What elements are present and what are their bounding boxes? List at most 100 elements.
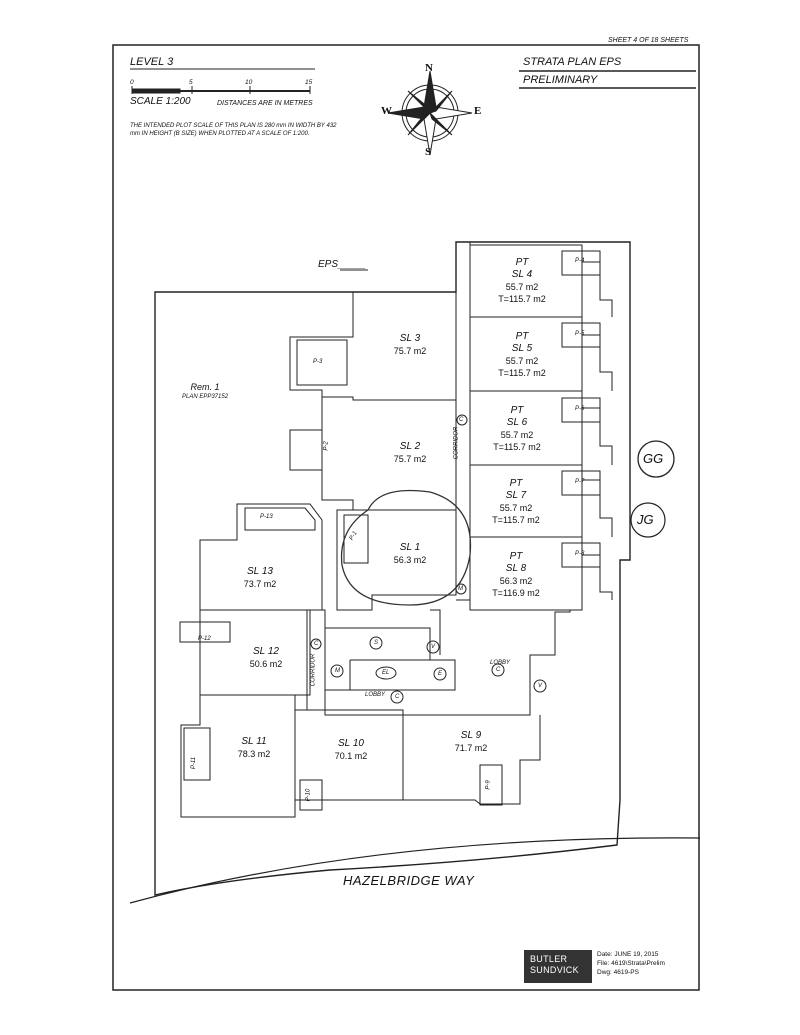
- unit-label: SL 6: [506, 417, 528, 428]
- marker-c-lobby2: C: [496, 667, 501, 673]
- marker-v1: V: [431, 644, 436, 650]
- compass-south: S: [425, 146, 432, 158]
- lobby-label-1: LOBBY: [365, 692, 386, 698]
- sheet-border: [112, 44, 700, 991]
- initials-gg: GG: [643, 451, 664, 466]
- unit-area: 73.7 m2: [243, 579, 277, 589]
- initials-jg: JG: [637, 512, 654, 527]
- unit-sl10: SL 10 70.1 m2: [321, 738, 381, 762]
- unit-sl11: SL 11 78.3 m2: [224, 736, 284, 760]
- parking-p8: P-8: [575, 551, 585, 557]
- unit-sl6: PT SL 6 55.7 m2 T=115.7 m2: [482, 405, 552, 453]
- corridor-label-upper: CORRIDOR: [453, 426, 460, 460]
- firm-logo: BUTLER SUNDVICK: [524, 950, 592, 983]
- unit-label: SL 7: [505, 490, 527, 501]
- unit-prefix: PT: [515, 257, 529, 268]
- scale-bar: [131, 86, 311, 94]
- marker-m2: M: [458, 586, 463, 592]
- unit-sl12: SL 12 50.6 m2: [236, 646, 296, 670]
- parking-p4: P-4: [575, 258, 585, 264]
- unit-total-area: T=115.7 m2: [492, 515, 540, 525]
- parcel-boundary: [154, 241, 631, 896]
- parking-p12: P-12: [198, 636, 211, 642]
- scale-tick-5: 5: [189, 79, 193, 86]
- drawing-info: Date: JUNE 19, 2015 File: 4619\Strata\Pr…: [597, 950, 665, 977]
- unit-sl4: PT SL 4 55.7 m2 T=115.7 m2: [487, 257, 557, 305]
- scale-tick-0: 0: [130, 79, 134, 86]
- parking-p10: P-10: [305, 788, 312, 802]
- unit-label: SL 4: [511, 269, 533, 280]
- unit-total-area: T=116.9 m2: [492, 588, 540, 598]
- parking-p2: P-2: [323, 441, 330, 451]
- road-name: HAZELBRIDGE WAY: [343, 873, 475, 888]
- unit-label: SL 9: [460, 730, 482, 741]
- drawing-date: Date: JUNE 19, 2015: [597, 951, 659, 958]
- unit-label: SL 11: [241, 736, 267, 747]
- unit-area: 56.3 m2: [499, 576, 533, 586]
- drawing-file: File: 4619\Strata\Prelim: [597, 960, 665, 967]
- parking-p11: P-11: [191, 756, 198, 770]
- unit-sl7: PT SL 7 55.7 m2 T=115.7 m2: [481, 478, 551, 526]
- level-title: LEVEL 3: [130, 56, 174, 68]
- unit-prefix: PT: [510, 405, 524, 416]
- unit-label: SL 13: [247, 566, 273, 577]
- unit-sl9: SL 9 71.7 m2: [441, 730, 501, 754]
- parking-p9: P-9: [485, 780, 492, 790]
- sl1-highlight-loop: [340, 489, 472, 606]
- unit-total-area: T=115.7 m2: [498, 294, 546, 304]
- parcel-plan: PLAN EPP37152: [182, 394, 229, 400]
- unit-sl8: PT SL 8 56.3 m2 T=116.9 m2: [481, 551, 551, 599]
- unit-label: SL 8: [505, 563, 527, 574]
- unit-prefix: PT: [509, 478, 523, 489]
- unit-area: 55.7 m2: [505, 356, 539, 366]
- firm-name-line1: BUTLER: [530, 954, 568, 964]
- unit-label: SL 3: [399, 333, 421, 344]
- unit-area: 78.3 m2: [237, 749, 271, 759]
- parking-p7: P-7: [575, 479, 585, 485]
- marker-el: EL: [382, 670, 390, 676]
- firm-name-line2: SUNDVICK: [530, 965, 579, 975]
- unit-label: SL 2: [399, 441, 421, 452]
- corridor-marker-c-left: C: [314, 641, 319, 647]
- unit-label: SL 10: [338, 738, 364, 749]
- unit-sl5: PT SL 5 55.7 m2 T=115.7 m2: [487, 331, 557, 379]
- remainder-parcel: Rem. 1 PLAN EPP37152: [182, 382, 228, 402]
- unit-area: 55.7 m2: [500, 430, 534, 440]
- parking-p6: P-6: [575, 406, 585, 412]
- parking-p3: P-3: [313, 359, 323, 365]
- unit-label: SL 12: [253, 646, 279, 657]
- marker-m1: M: [335, 668, 340, 674]
- compass-rose: [387, 70, 473, 156]
- compass-east: E: [474, 105, 482, 117]
- unit-prefix: PT: [509, 551, 523, 562]
- unit-area: 71.7 m2: [454, 743, 488, 753]
- eps-label: EPS_____: [318, 259, 366, 270]
- unit-area: 75.7 m2: [393, 454, 427, 464]
- sheet-number: SHEET 4 OF 18 SHEETS: [608, 37, 689, 44]
- unit-area: 55.7 m2: [505, 282, 539, 292]
- scale-label: SCALE 1:200: [130, 96, 191, 107]
- unit-area: 75.7 m2: [393, 346, 427, 356]
- compass-north: N: [425, 62, 433, 74]
- plan-status: PRELIMINARY: [523, 74, 598, 86]
- parcel-name: Rem. 1: [190, 382, 220, 392]
- unit-area: 50.6 m2: [249, 659, 283, 669]
- plot-scale-note: THE INTENDED PLOT SCALE OF THIS PLAN IS …: [130, 123, 337, 137]
- scale-tick-10: 10: [245, 79, 253, 86]
- marker-c-lobby: C: [395, 694, 400, 700]
- marker-s: S: [374, 640, 379, 646]
- scale-tick-15: 15: [305, 79, 313, 86]
- unit-area: 70.1 m2: [334, 751, 368, 761]
- unit-area: 55.7 m2: [499, 503, 533, 513]
- unit-sl13: SL 13 73.7 m2: [230, 566, 290, 590]
- plan-title: STRATA PLAN EPS: [523, 56, 622, 68]
- marker-e: E: [438, 671, 443, 677]
- unit-sl1: SL 1 56.3 m2: [380, 542, 440, 566]
- corridor-marker-c: C: [459, 417, 464, 423]
- corridor-label-left: CORRIDOR: [310, 653, 317, 687]
- unit-prefix: PT: [515, 331, 529, 342]
- marker-v2: V: [538, 683, 543, 689]
- road-edge: [129, 837, 701, 904]
